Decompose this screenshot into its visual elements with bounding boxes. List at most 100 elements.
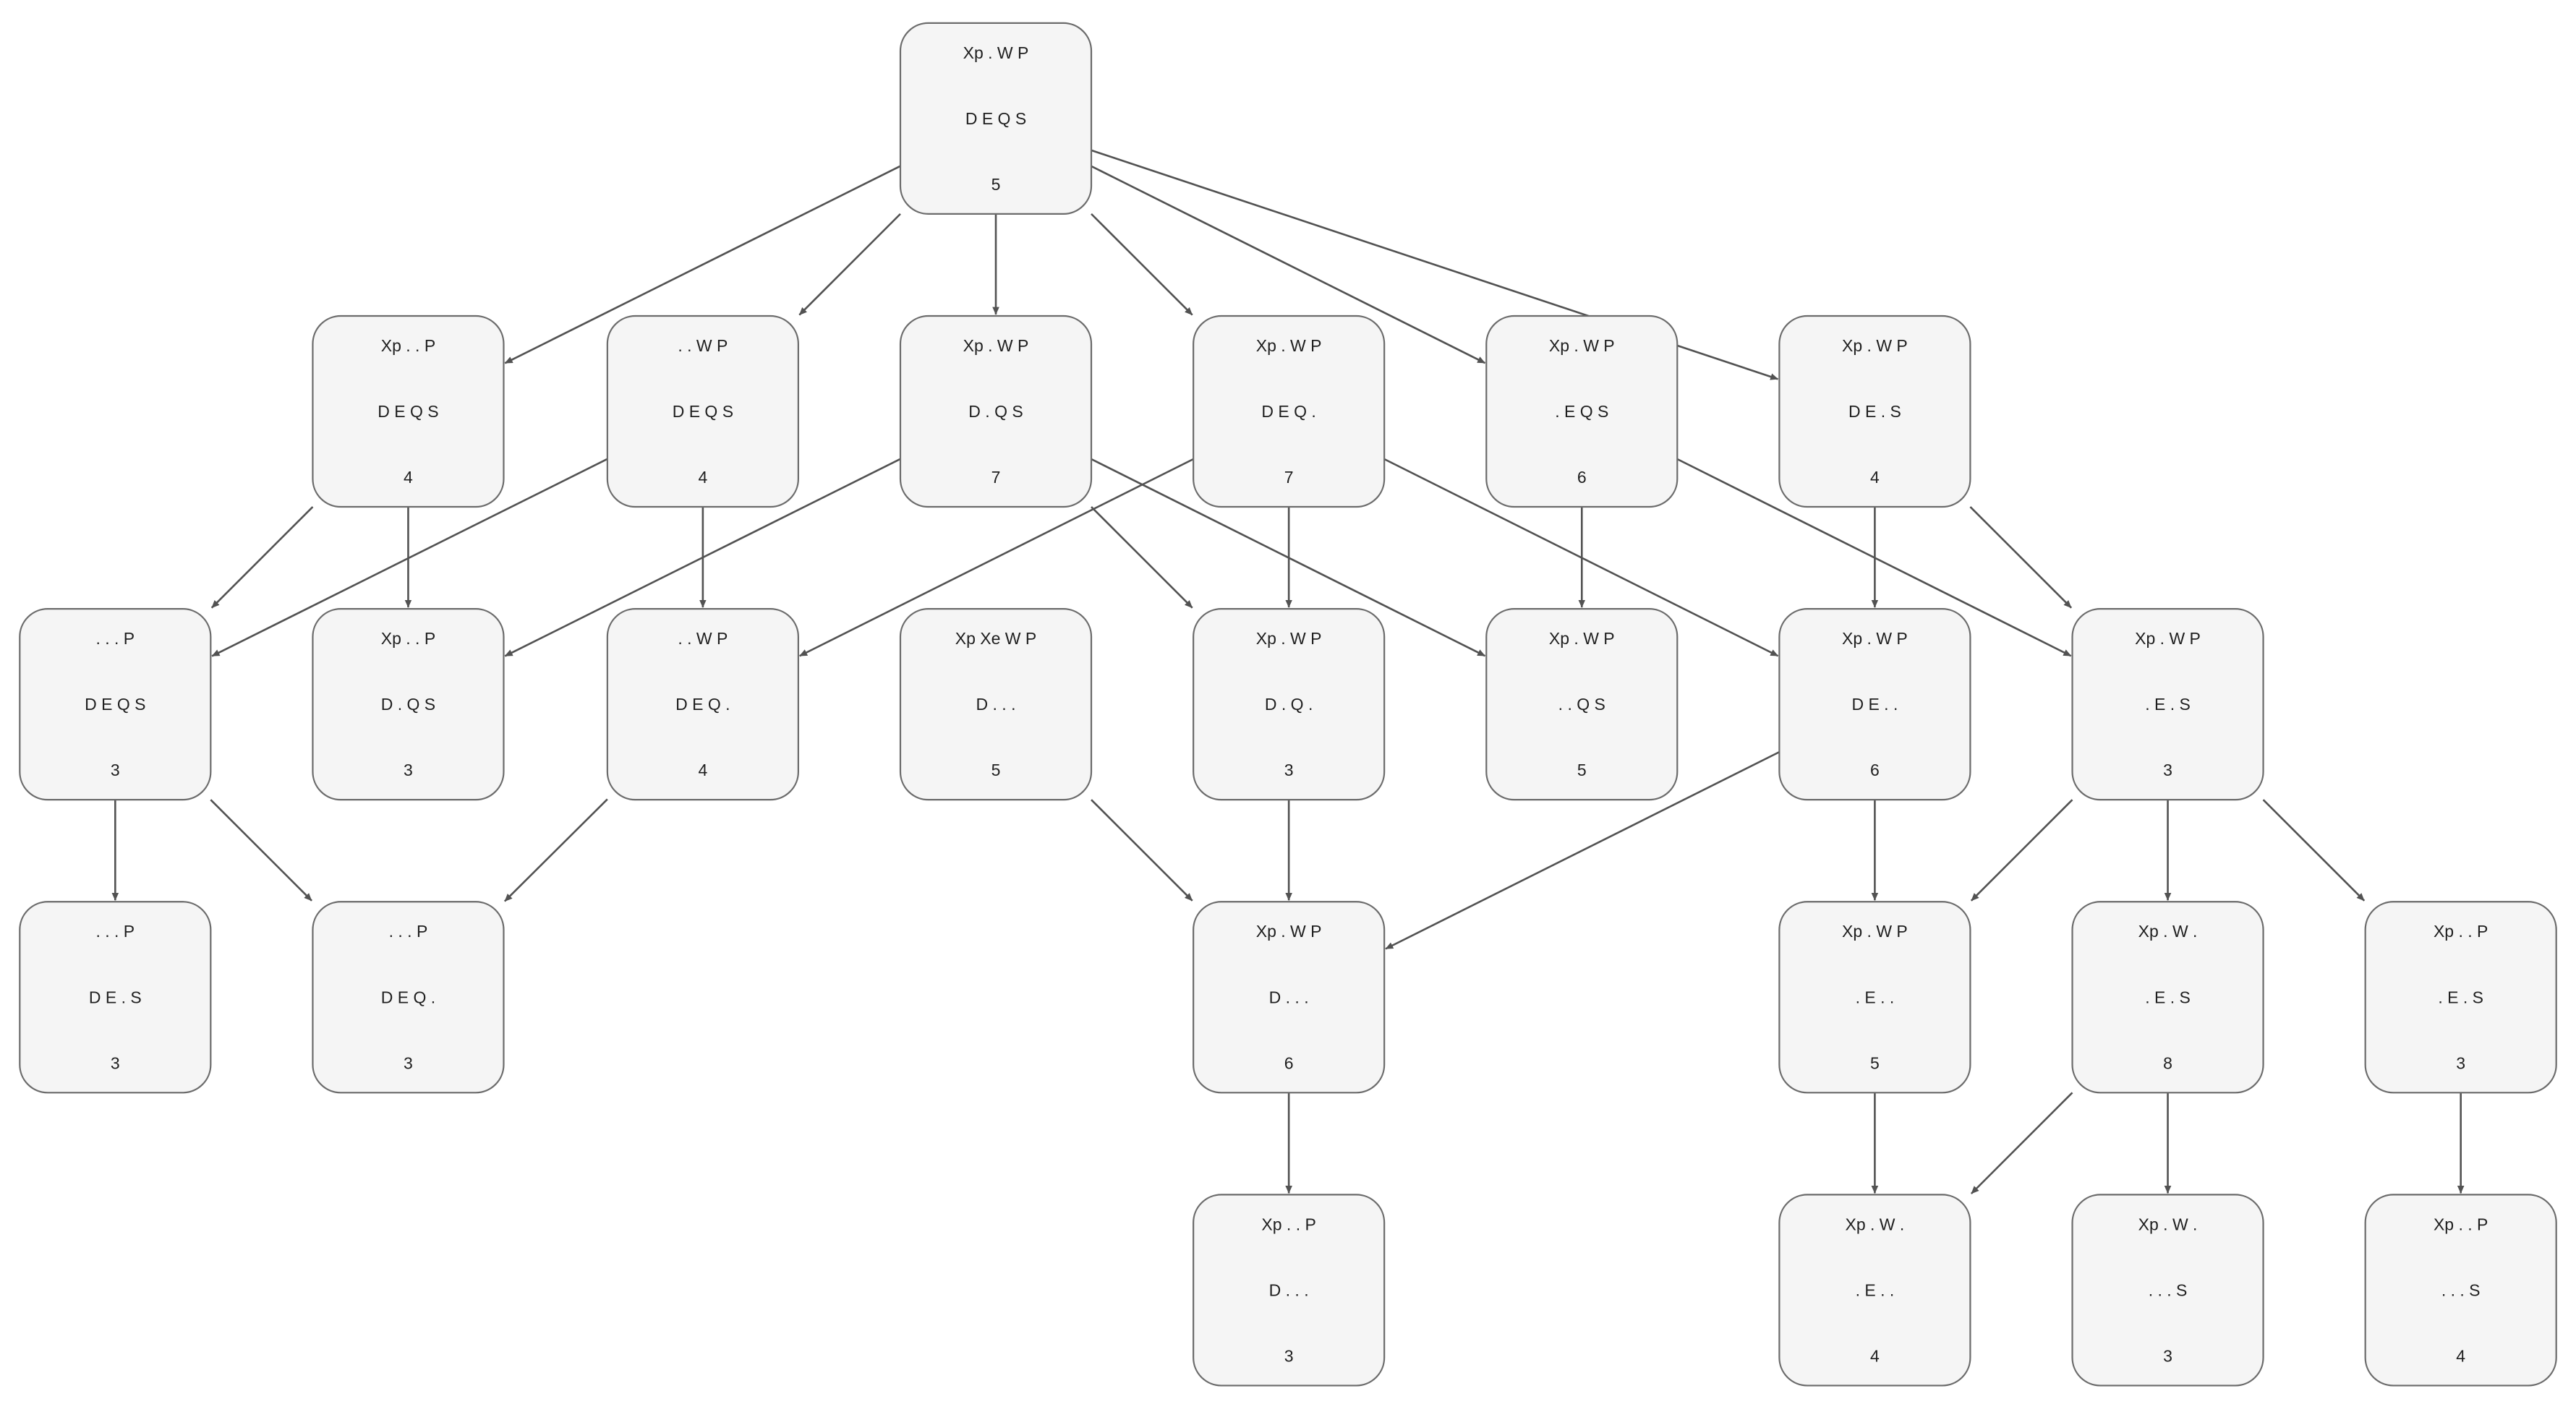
node-state-row-2: D . . .	[976, 695, 1016, 714]
node-state-row-2: . E . S	[2145, 988, 2191, 1006]
node-value: 3	[111, 761, 120, 779]
node-value: 3	[2163, 1346, 2172, 1365]
node-box	[1193, 315, 1386, 508]
node-value: 3	[2456, 1053, 2465, 1072]
node-box	[19, 608, 212, 801]
node-state-row-2: . E Q S	[1555, 402, 1608, 421]
node-box	[2364, 901, 2557, 1094]
node-state-row-2: D . . .	[1269, 1280, 1309, 1299]
state-node: Xp . W P . E Q S 6	[1485, 315, 1679, 508]
edge-arrow	[1091, 165, 1486, 364]
node-value: 6	[1577, 468, 1587, 487]
edge-arrow	[799, 458, 1194, 657]
node-state-row-2: D E Q .	[675, 695, 730, 714]
state-node: Xp . . P. . . S4	[2364, 1194, 2557, 1387]
state-node: Xp . W P . E . S 3	[2071, 608, 2264, 801]
node-value: 5	[991, 175, 1001, 194]
edge-arrow	[1091, 799, 1193, 902]
edge-arrow	[1091, 506, 1193, 609]
state-node: . . W PD E Q .4	[606, 608, 799, 801]
node-state-row-2: D E Q .	[381, 988, 435, 1006]
node-state-row-2: . E . S	[2145, 695, 2191, 714]
node-box	[1193, 901, 1386, 1094]
node-state-row-1: Xp . W P	[1256, 336, 1322, 355]
node-state-row-1: Xp Xe W P	[955, 629, 1036, 648]
state-node: Xp . . P D . . . 3	[1193, 1194, 1386, 1387]
node-value: 3	[1284, 1346, 1294, 1365]
node-box	[312, 315, 505, 508]
edge-arrow	[504, 458, 901, 657]
edge-arrow	[1970, 1092, 2073, 1194]
node-box	[1485, 315, 1679, 508]
node-box	[899, 315, 1093, 508]
node-state-row-1: Xp . . P	[2434, 922, 2488, 941]
node-state-row-1: Xp . W P	[1256, 922, 1322, 941]
node-state-row-1: Xp . W P	[2135, 629, 2201, 648]
state-node: Xp . W PD E Q .7	[1193, 315, 1386, 508]
state-node: Xp . W .. E . .4	[1778, 1194, 1971, 1387]
state-node: Xp . W PD E . S4	[1778, 315, 1971, 508]
node-state-row-2: D . Q S	[381, 695, 435, 714]
edge-arrow	[504, 165, 901, 364]
state-node: Xp . W P. . Q S5	[1485, 608, 1679, 801]
node-state-row-2: D E . .	[1851, 695, 1898, 714]
node-box	[606, 608, 799, 801]
node-value: 4	[404, 468, 413, 487]
node-value: 3	[2163, 761, 2172, 779]
node-state-row-1: Xp . W .	[1846, 1215, 1905, 1233]
node-state-row-1: Xp . . P	[2434, 1215, 2488, 1233]
node-box	[1778, 315, 1971, 508]
node-value: 6	[1284, 1053, 1294, 1072]
node-box	[2364, 1194, 2557, 1387]
node-state-row-2: D E Q S	[378, 402, 438, 421]
edge-arrow	[210, 799, 312, 902]
state-node: . . W PD E Q S4	[606, 315, 799, 508]
node-state-row-2: . . . S	[2149, 1280, 2188, 1299]
node-state-row-2: . E . .	[1856, 988, 1895, 1006]
edge-arrow	[1970, 799, 2073, 902]
node-box	[1778, 901, 1971, 1094]
node-state-row-2: . E . .	[1856, 1280, 1895, 1299]
node-box	[899, 608, 1093, 801]
node-value: 3	[111, 1053, 120, 1072]
node-value: 3	[404, 761, 413, 779]
node-state-row-2: D E Q .	[1261, 402, 1315, 421]
node-value: 6	[1870, 761, 1880, 779]
node-state-row-1: Xp . W P	[963, 336, 1029, 355]
node-value: 4	[698, 468, 707, 487]
node-state-row-1: Xp . W .	[2138, 922, 2198, 941]
node-state-row-1: Xp . W P	[1842, 336, 1908, 355]
node-state-row-1: Xp . . P	[1261, 1215, 1315, 1233]
node-state-row-2: D E Q S	[85, 695, 145, 714]
node-state-row-2: . . Q S	[1558, 695, 1605, 714]
state-node: Xp . . PD E Q S4	[312, 315, 505, 508]
node-state-row-2: . . . S	[2441, 1280, 2481, 1299]
node-value: 7	[991, 468, 1001, 487]
node-state-row-1: Xp . W P	[1842, 922, 1908, 941]
edge-arrow	[210, 506, 314, 609]
node-state-row-1: . . . P	[389, 922, 428, 941]
node-state-row-1: Xp . W P	[1549, 336, 1615, 355]
node-state-row-2: D E Q S	[965, 109, 1026, 128]
state-node: . . . PD E Q .3	[312, 901, 505, 1094]
node-box	[2071, 1194, 2264, 1387]
state-node: Xp . W P D . . . 6	[1193, 901, 1386, 1094]
node-state-row-1: Xp . W P	[1842, 629, 1908, 648]
node-state-row-1: . . . P	[95, 922, 135, 941]
state-node: Xp . W PD . Q .3	[1193, 608, 1386, 801]
edge-arrow	[798, 213, 901, 316]
node-state-row-2: D E . S	[89, 988, 142, 1006]
state-node: . . . P D E . S 3	[19, 901, 212, 1094]
node-value: 4	[1870, 468, 1880, 487]
node-state-row-2: . E . S	[2438, 988, 2483, 1006]
node-box	[312, 901, 505, 1094]
state-node: Xp . W .. E . S8	[2071, 901, 2264, 1094]
node-box	[19, 901, 212, 1094]
edge-arrow	[1969, 506, 2073, 609]
node-state-row-2: D . . .	[1269, 988, 1309, 1006]
node-box	[606, 315, 799, 508]
node-value: 3	[1284, 761, 1294, 779]
node-state-row-1: Xp . W P	[963, 43, 1029, 62]
node-state-row-1: . . . P	[95, 629, 135, 648]
